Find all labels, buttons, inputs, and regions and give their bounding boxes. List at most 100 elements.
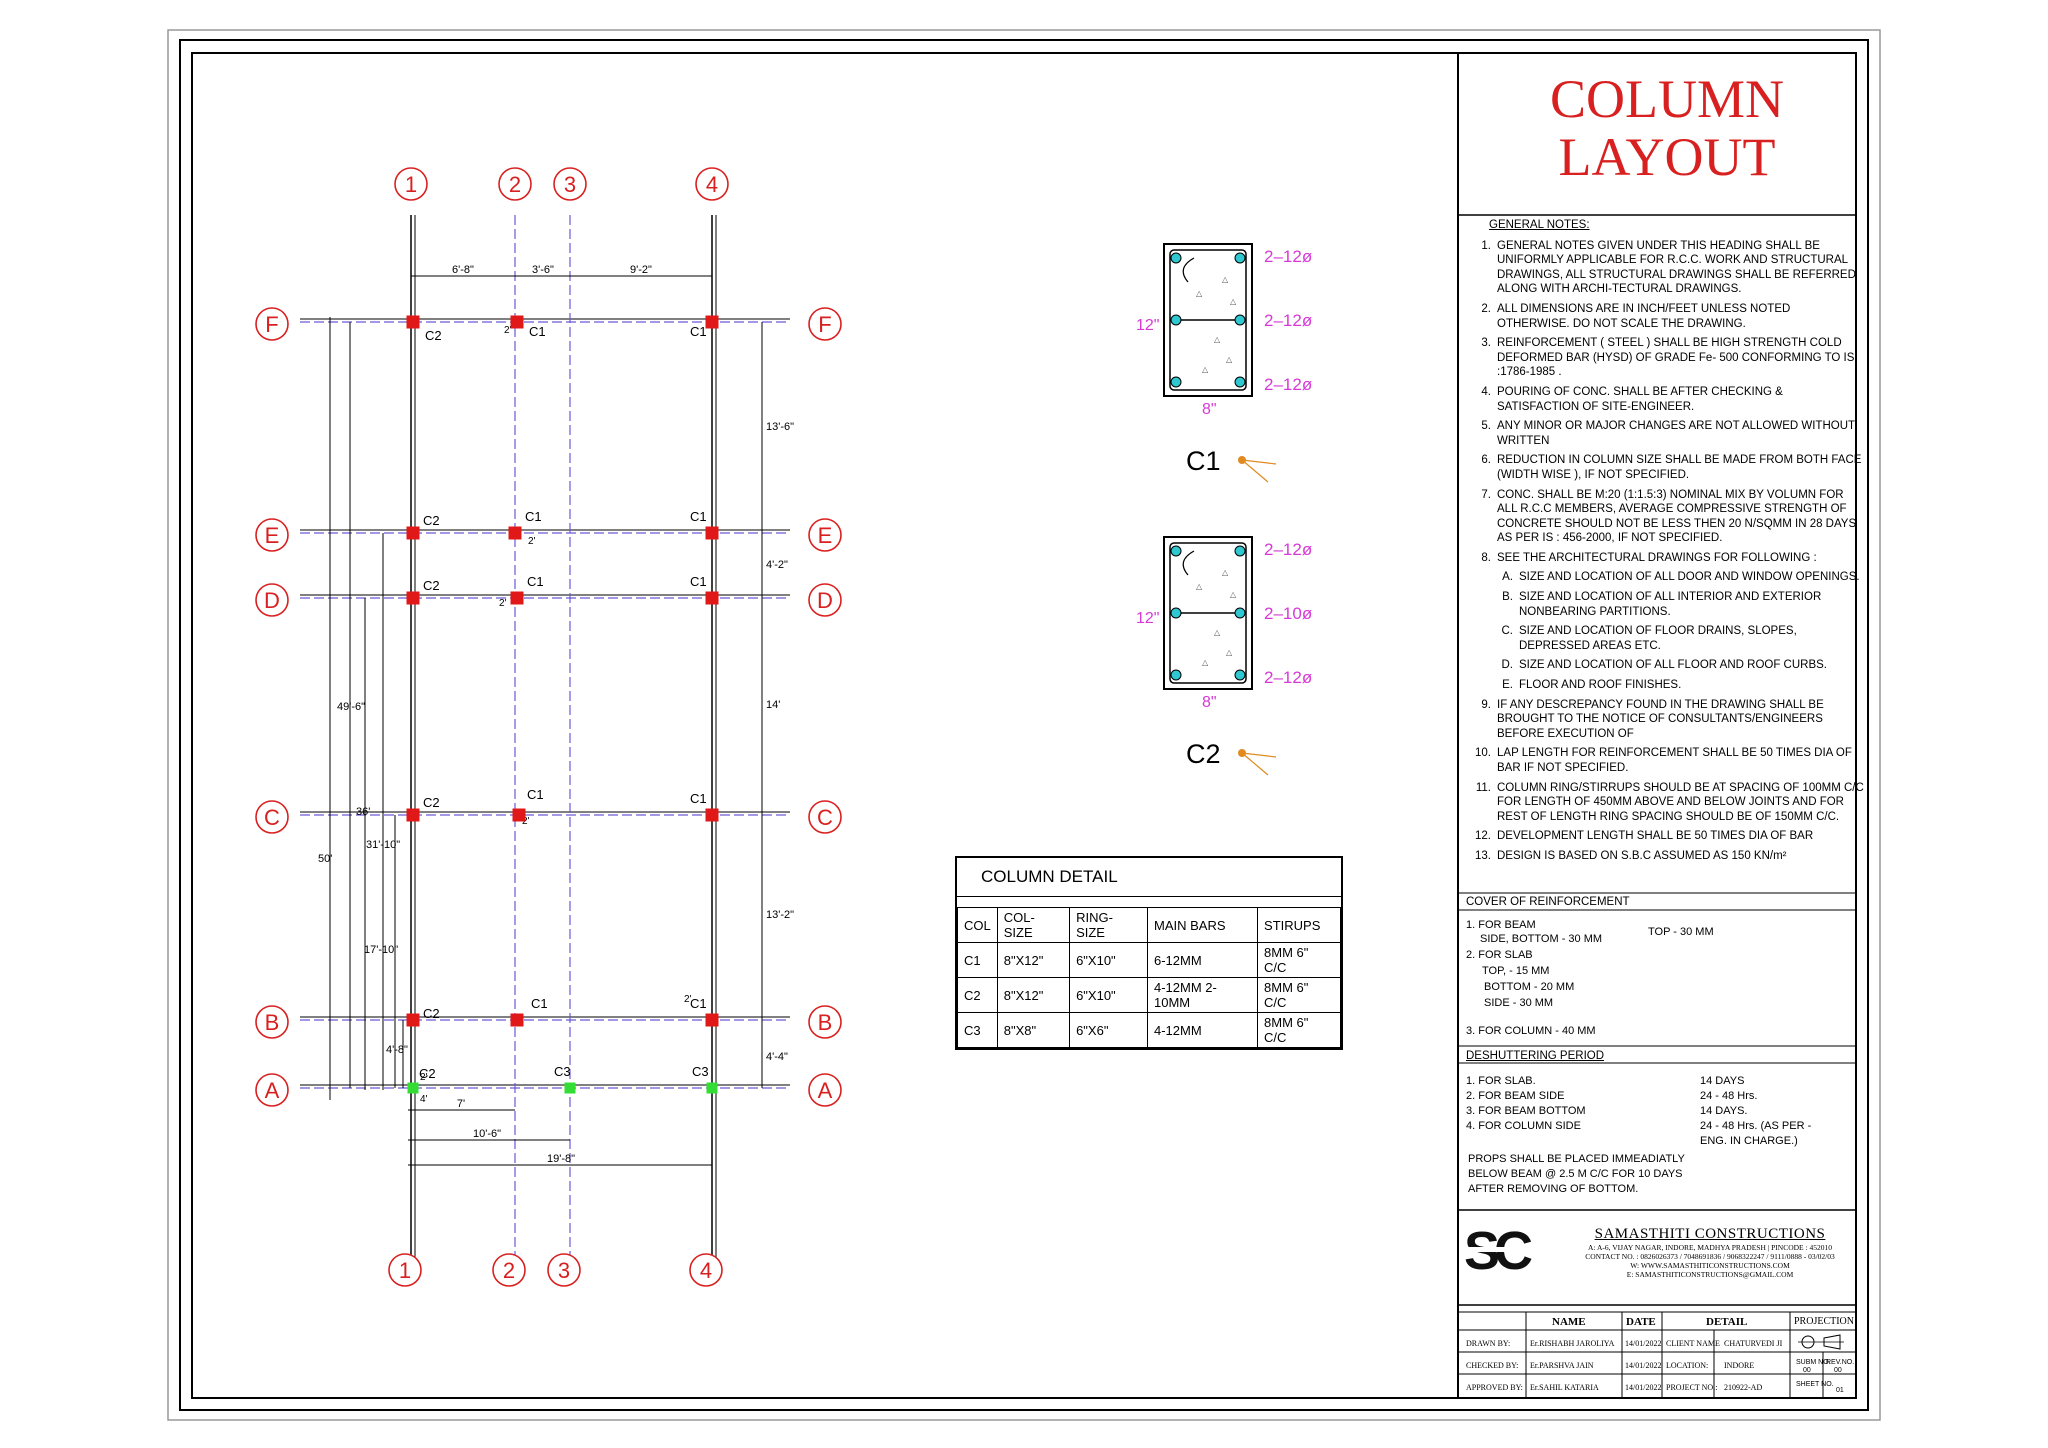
- dim-label: 13'-6": [766, 421, 794, 433]
- grid-bubble-label: C: [264, 805, 280, 830]
- grid-bubble-label: C: [817, 805, 833, 830]
- deshutter-heading: DESHUTTERING PERIOD: [1466, 1050, 1605, 1062]
- column-tag: C1: [690, 791, 707, 806]
- grid-bubble: [255, 1005, 289, 1039]
- projection-symbol: [1798, 1334, 1844, 1350]
- column-mark: [705, 591, 719, 605]
- note-text: SIZE AND LOCATION OF ALL DOOR AND WINDOW…: [1519, 571, 1860, 584]
- table-cell: 6"X10": [1069, 977, 1148, 1013]
- dim-label: 31'-10": [366, 839, 400, 851]
- aggregate-mark: △: [1202, 658, 1209, 667]
- info-label: DRAWN BY:: [1466, 1339, 1511, 1348]
- rebar: [1170, 314, 1182, 326]
- general-notes-heading: GENERAL NOTES:: [1489, 219, 1590, 231]
- bar-label: 2–12ø: [1264, 540, 1312, 559]
- grid-bubble-label: 4: [700, 1258, 712, 1283]
- grid-bubble-label: 4: [706, 172, 718, 197]
- note-text: CONC. SHALL BE M:20 (1:1.5:3) NOMINAL MI…: [1497, 488, 1857, 545]
- aggregate-mark: △: [1230, 590, 1237, 599]
- drawing-title: COLUMN LAYOUT: [1462, 70, 1872, 186]
- info-value: 14/01/2022: [1625, 1339, 1662, 1348]
- note-text: ALL DIMENSIONS ARE IN INCH/FEET UNLESS N…: [1497, 302, 1791, 330]
- note-item: 1.GENERAL NOTES GIVEN UNDER THIS HEADING…: [1465, 239, 1865, 297]
- section-hook: [1182, 550, 1195, 576]
- note-text: REDUCTION IN COLUMN SIZE SHALL BE MADE F…: [1497, 454, 1862, 481]
- grid-bubble-label: 2: [503, 1258, 515, 1283]
- info-value: 00: [1834, 1367, 1842, 1374]
- notes-list: 1.GENERAL NOTES GIVEN UNDER THIS HEADING…: [1465, 239, 1865, 864]
- info-value: 14/01/2022: [1625, 1361, 1662, 1370]
- dim-label: 2': [522, 816, 530, 827]
- note-item: 5.ANY MINOR OR MAJOR CHANGES ARE NOT ALL…: [1465, 419, 1865, 448]
- aggregate-mark: △: [1214, 335, 1221, 344]
- general-notes: GENERAL NOTES: 1.GENERAL NOTES GIVEN UND…: [1465, 218, 1865, 869]
- note-item: 10.LAP LENGTH FOR REINFORCEMENT SHALL BE…: [1465, 746, 1865, 775]
- title-line-2: LAYOUT: [1558, 127, 1776, 187]
- dim-label: 10'-6": [473, 1128, 501, 1140]
- dim-label: 2': [499, 598, 507, 609]
- note-text: SIZE AND LOCATION OF ALL INTERIOR AND EX…: [1519, 591, 1822, 618]
- note-text: FLOOR AND ROOF FINISHES.: [1519, 679, 1682, 692]
- bar-label: 2–12ø: [1264, 668, 1312, 687]
- projection-cone: [1823, 1334, 1841, 1350]
- grid-bubble-label: B: [818, 1010, 833, 1035]
- column-tag: C1: [525, 509, 542, 524]
- note-number: 8.: [1481, 551, 1491, 564]
- company-email: E: SAMASTHITICONSTRUCTIONS@GMAIL.COM: [1626, 1270, 1794, 1279]
- info-value: Er.SAHIL KATARIA: [1530, 1383, 1599, 1392]
- table-cell: 6"X6": [1069, 1012, 1148, 1048]
- leader-line: [1241, 459, 1269, 483]
- dim-label: 13'-2": [766, 909, 794, 921]
- note-number: 7.: [1481, 488, 1491, 501]
- props-note: BELOW BEAM @ 2.5 M C/C FOR 10 DAYS: [1468, 1168, 1683, 1180]
- company-block: SAMASTHITI CONSTRUCTIONS A: A-6, VIJAY N…: [1545, 1226, 1875, 1279]
- bar-label: 2–12ø: [1264, 247, 1312, 266]
- note-text: DESIGN IS BASED ON S.B.C ASSUMED AS 150 …: [1497, 849, 1787, 862]
- note-number: C.: [1501, 625, 1514, 638]
- column-mark: [706, 1082, 718, 1094]
- company-web: W: WWW.SAMASTHITICONSTRUCTIONS.COM: [1630, 1261, 1790, 1270]
- dim-label: 2': [420, 1072, 428, 1083]
- column-detail-caption: COLUMN DETAIL: [957, 858, 1341, 897]
- grid-bubble-label: 3: [558, 1258, 570, 1283]
- dim-label: 14': [766, 699, 780, 711]
- grid-bubble: [808, 1005, 842, 1039]
- dim-label: 2': [528, 536, 536, 547]
- grid-bubble: [808, 518, 842, 552]
- column-tag: C2: [419, 1066, 436, 1081]
- dim-label: 4': [420, 1094, 428, 1105]
- cover-line: 1. FOR BEAM: [1466, 919, 1536, 931]
- aggregate-mark: △: [1226, 355, 1233, 364]
- note-number: 2.: [1481, 302, 1491, 315]
- section-ring: [1169, 249, 1247, 391]
- info-label: SHEET NO.: [1796, 1381, 1834, 1388]
- section-width: 8": [1202, 401, 1217, 418]
- grid-bubble: [255, 307, 289, 341]
- note-item: 8.SEE THE ARCHITECTURAL DRAWINGS FOR FOL…: [1465, 551, 1865, 566]
- column-mark: [705, 315, 719, 329]
- column-tag: C2: [423, 513, 440, 528]
- note-text: DEVELOPMENT LENGTH SHALL BE 50 TIMES DIA…: [1497, 830, 1814, 843]
- cover-line: SIDE - 30 MM: [1484, 997, 1554, 1009]
- title-line-1: COLUMN: [1549, 69, 1784, 129]
- grid-bubble: [689, 1253, 723, 1287]
- table-cell: 8"X8": [996, 1012, 1071, 1048]
- leader-line: [1241, 459, 1277, 465]
- info-value: 14/01/2022: [1625, 1383, 1662, 1392]
- info-header: DETAIL: [1706, 1316, 1748, 1328]
- info-label: CHECKED BY:: [1466, 1361, 1519, 1370]
- column-tag: C3: [692, 1064, 709, 1079]
- note-number: 6.: [1481, 454, 1491, 467]
- rebar: [1170, 669, 1182, 681]
- grid-bubble-label: E: [265, 523, 280, 548]
- dim-label: 6'-8": [452, 264, 474, 276]
- cover-line: SIDE, BOTTOM - 30 MM: [1480, 933, 1603, 945]
- aggregate-mark: △: [1226, 648, 1233, 657]
- note-number: B.: [1502, 591, 1513, 604]
- grid-bubble: [492, 1253, 526, 1287]
- aggregate-mark: △: [1196, 582, 1203, 591]
- section-label: C1: [1186, 446, 1221, 476]
- grid-bubble-label: B: [265, 1010, 280, 1035]
- cover-line: 3. FOR COLUMN - 40 MM: [1466, 1025, 1596, 1037]
